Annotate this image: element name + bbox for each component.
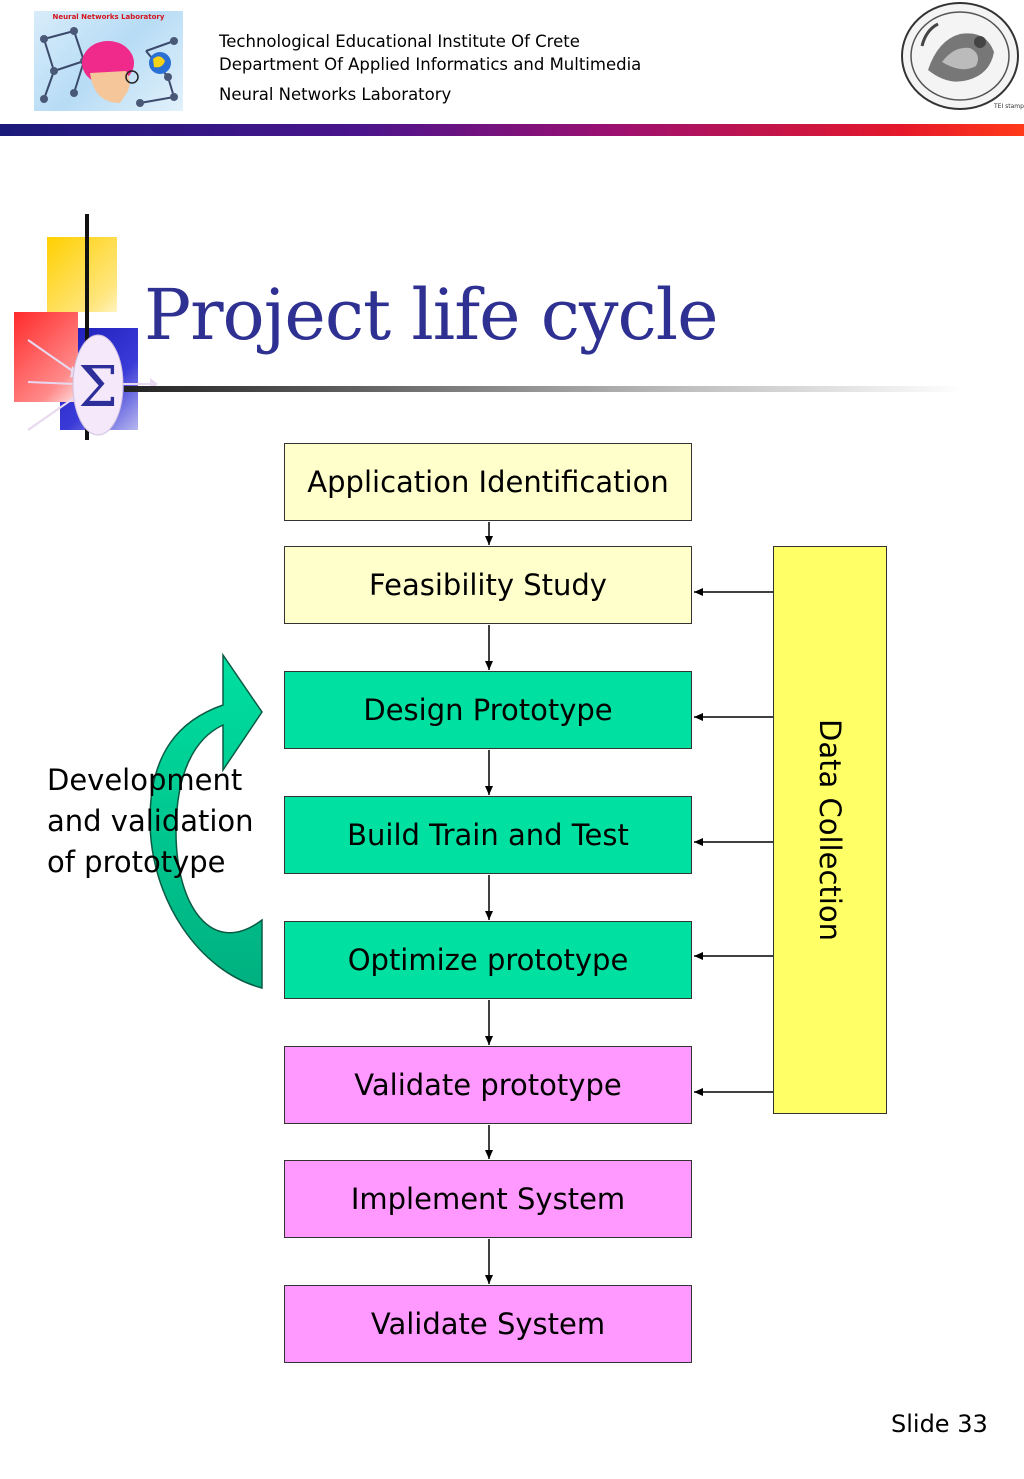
step-implement-system: Implement System [284,1160,692,1238]
step-build-train-test: Build Train and Test [284,796,692,874]
institute-name: Technological Educational Institute Of C… [219,32,580,51]
neural-network-icon [40,27,178,107]
department-name: Department Of Applied Informatics and Mu… [219,55,642,74]
loop-label-line: and validation [47,804,254,838]
header-accent-bar [0,124,1024,136]
step-feasibility-study: Feasibility Study [284,546,692,624]
slide-number: Slide 33 [891,1410,988,1438]
step-design-prototype: Design Prototype [284,671,692,749]
institute-seal: TEI stamp [898,0,1024,112]
data-collection-label: Data Collection [813,719,847,941]
seal-caption: TEI stamp [994,103,1024,110]
step-application-identification: Application Identification [284,443,692,521]
slide-title: Project life cycle [144,274,719,356]
step-validate-prototype: Validate prototype [284,1046,692,1124]
data-collection-column: Data Collection [773,546,887,1114]
deco-vertical-line [85,214,89,440]
logo-text: Neural Networks Laboratory [52,13,165,21]
deco-square-red [14,312,78,402]
lab-name: Neural Networks Laboratory [219,85,452,104]
seal-icon [901,2,1019,110]
loop-label: Development and validation of prototype [47,760,254,883]
deco-square-yellow [47,237,117,312]
lab-logo: Neural Networks Laboratory [34,11,183,111]
step-optimize-prototype: Optimize prototype [284,921,692,999]
step-validate-system: Validate System [284,1285,692,1363]
title-underline [124,386,964,392]
loop-label-line: of prototype [47,845,226,879]
loop-label-line: Development [47,763,243,797]
